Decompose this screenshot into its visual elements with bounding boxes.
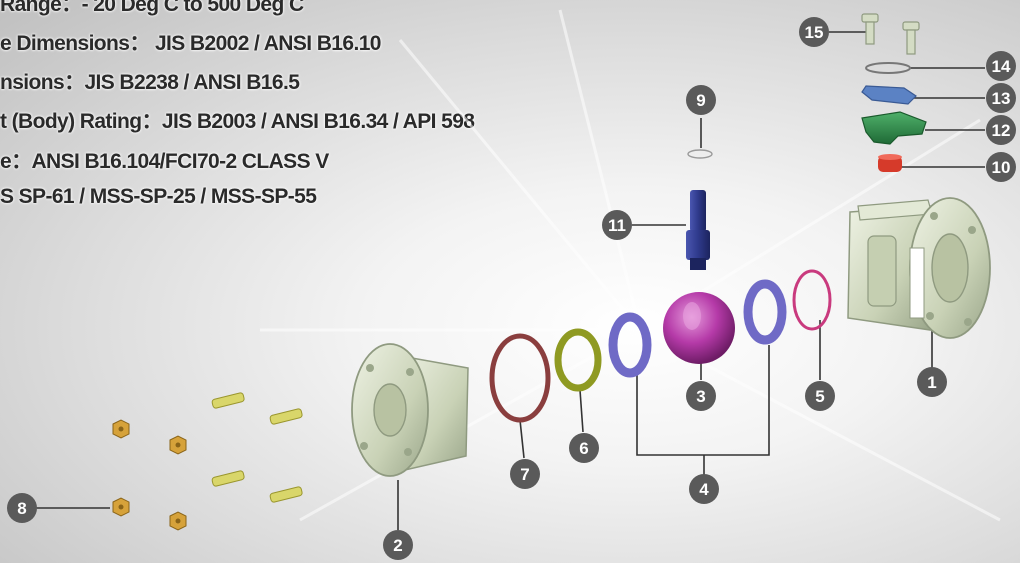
spec-mss-standards: S SP-61 / MSS-SP-25 / MSS-SP-55 — [0, 185, 317, 208]
part-6-gasket — [554, 328, 602, 392]
spec-body-rating: t (Body) Rating：JIS B2003 / ANSI B16.34 … — [0, 110, 475, 133]
part-12-handle — [861, 111, 927, 145]
callout-15: 15 — [799, 17, 829, 47]
part-8-bolting-set — [112, 392, 303, 531]
svg-text:13: 13 — [992, 89, 1011, 108]
part-15-screws — [861, 13, 920, 55]
spec-flange-dimensions: nsions：JIS B2238 / ANSI B16.5 — [0, 71, 300, 94]
part-4-seat-left — [608, 312, 652, 378]
svg-text:4: 4 — [699, 480, 709, 499]
part-14-snap-ring — [865, 62, 911, 74]
callout-5: 5 — [805, 381, 835, 411]
svg-text:9: 9 — [696, 91, 705, 110]
svg-text:15: 15 — [805, 23, 824, 42]
part-3-ball — [663, 292, 735, 364]
callout-7: 7 — [510, 459, 540, 489]
callout-14: 14 — [986, 51, 1016, 81]
svg-text:10: 10 — [992, 158, 1011, 177]
callout-6: 6 — [569, 433, 599, 463]
svg-text:11: 11 — [608, 216, 626, 235]
part-7-body-oring — [489, 333, 551, 423]
callout-3: 3 — [686, 381, 716, 411]
svg-text:14: 14 — [992, 57, 1011, 76]
callout-10: 10 — [986, 152, 1016, 182]
callout-4: 4 — [689, 474, 719, 504]
spec-face-to-face-dimensions: e Dimensions： JIS B2002 / ANSI B16.10 — [0, 32, 381, 55]
part-1-body — [847, 197, 991, 339]
background-light-streaks — [260, 9, 1001, 522]
callout-11: 11 — [602, 210, 632, 240]
callout-8: 8 — [7, 493, 37, 523]
svg-text:7: 7 — [520, 465, 529, 484]
part-4-seat-right — [743, 279, 787, 345]
callout-1: 1 — [917, 367, 947, 397]
svg-text:12: 12 — [992, 121, 1011, 140]
svg-text:5: 5 — [815, 387, 824, 406]
part-13-handle-cap — [861, 85, 917, 105]
svg-text:8: 8 — [17, 499, 26, 518]
spec-temperature-range: Range：- 20 Deg C to 500 Deg C — [0, 0, 304, 16]
svg-text:3: 3 — [696, 387, 705, 406]
callout-12: 12 — [986, 115, 1016, 145]
callout-13: 13 — [986, 83, 1016, 113]
svg-text:6: 6 — [579, 439, 588, 458]
part-11-stem — [686, 190, 710, 270]
part-5-body-gasket — [792, 269, 832, 331]
part-9-thrust-washer — [687, 149, 713, 159]
callout-leader-lines — [36, 31, 985, 530]
part-2-end-cap — [351, 343, 469, 477]
part-10-stopper — [878, 154, 902, 172]
callout-9: 9 — [686, 85, 716, 115]
spec-seat-leakage: e：ANSI B16.104/FCI70-2 CLASS V — [0, 150, 329, 173]
callout-bubbles: 1 2 3 4 5 6 7 8 — [7, 17, 1016, 560]
svg-text:2: 2 — [393, 536, 402, 555]
callout-2: 2 — [383, 530, 413, 560]
svg-text:1: 1 — [927, 373, 936, 392]
